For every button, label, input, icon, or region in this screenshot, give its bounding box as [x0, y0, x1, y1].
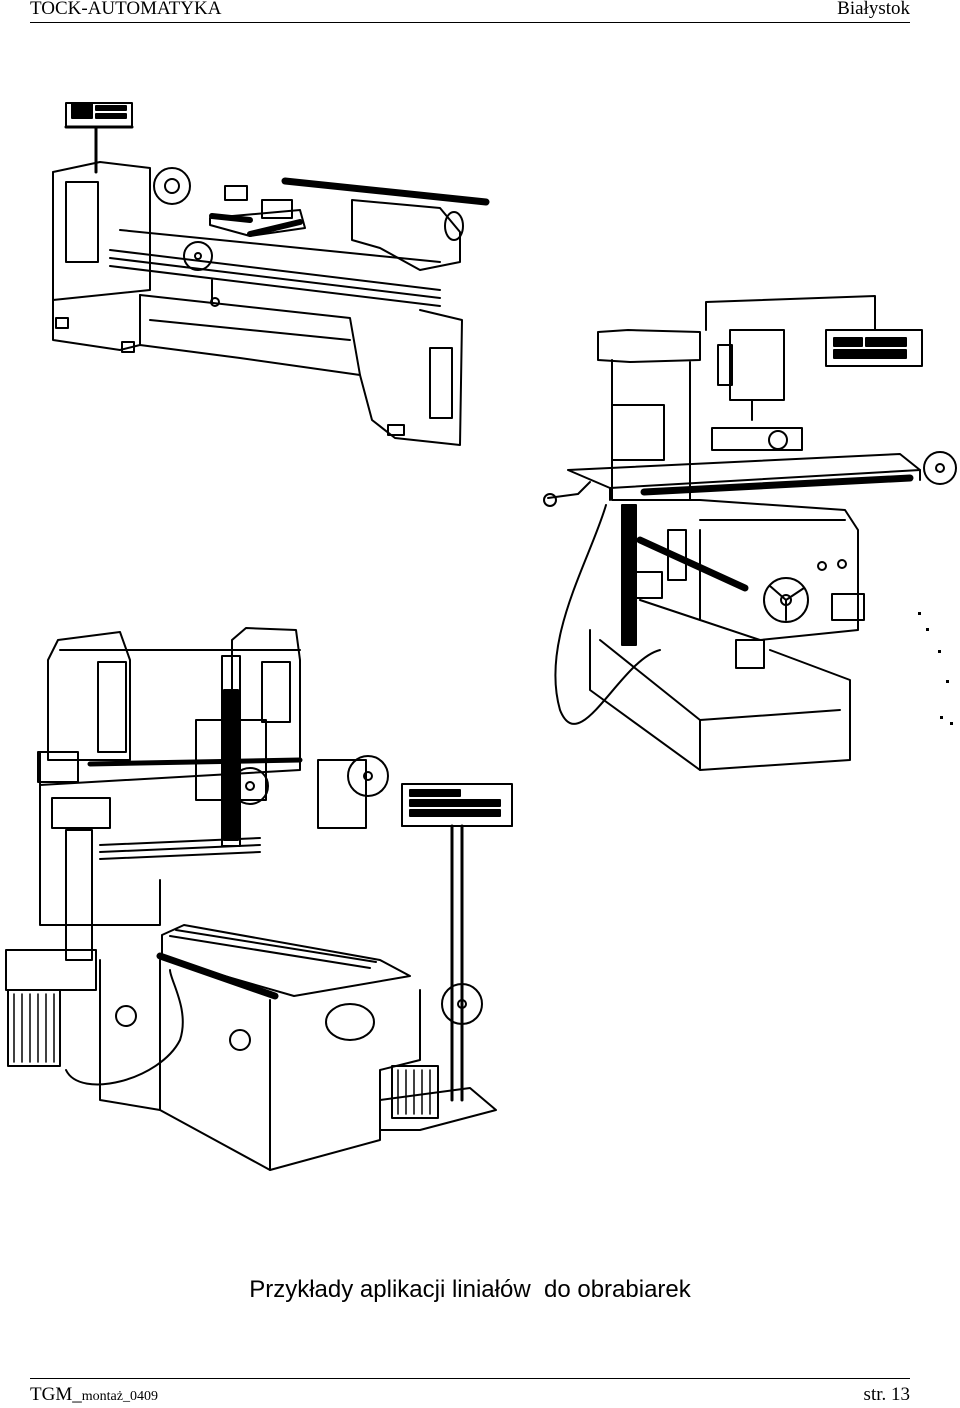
- document-id: TGM_montaż_0409: [30, 1384, 158, 1406]
- page-footer: TGM_montaż_0409 str. 13: [30, 1378, 910, 1408]
- page-header: TOCK-AUTOMATYKA Białystok: [30, 0, 910, 23]
- mill-drawing-icon: [543, 295, 957, 771]
- city-name: Białystok: [837, 0, 910, 19]
- document-id-sub: montaż_0409: [81, 1389, 158, 1404]
- figure-caption: Przykłady aplikacji liniałów do obrabiar…: [249, 1276, 691, 1303]
- lathe-drawing-icon: [52, 102, 490, 446]
- document-id-main: TGM_: [30, 1384, 82, 1405]
- page-number: str. 13: [863, 1384, 910, 1405]
- company-name: TOCK-AUTOMATYKA: [30, 0, 222, 19]
- planer-drawing-icon: [5, 627, 513, 1171]
